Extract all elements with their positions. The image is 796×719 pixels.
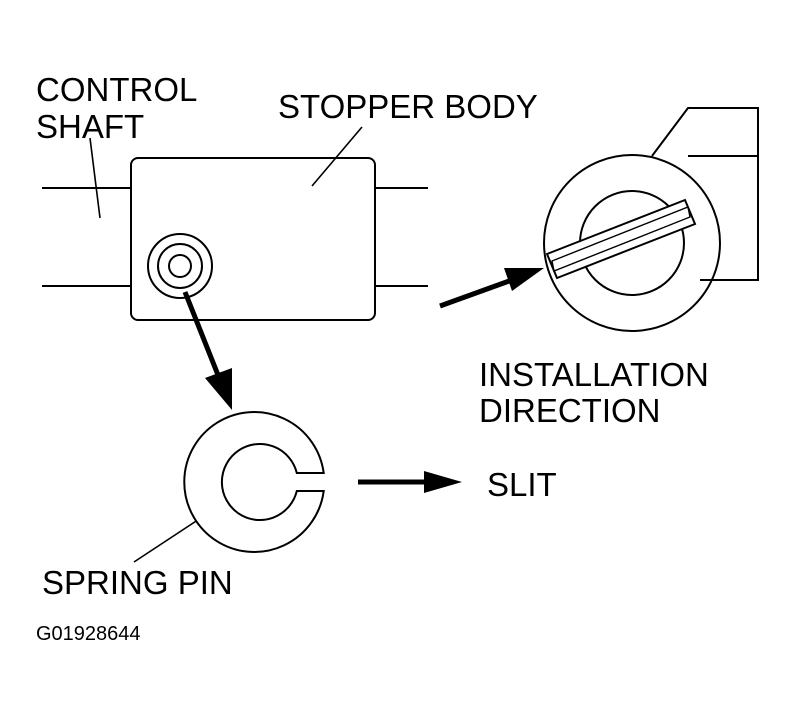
stopper-lever (545, 198, 697, 280)
slit-label: SLIT (487, 466, 557, 503)
figure-reference-code: G01928644 (36, 623, 141, 645)
control-shaft (42, 187, 428, 287)
pin-detail-arrow (182, 291, 232, 410)
control-shaft-label-line-1: CONTROL (36, 71, 197, 108)
control-shaft-leader (89, 137, 101, 219)
installation-direction-label-line-1: INSTALLATION (479, 356, 709, 393)
spring-pin-label: SPRING PIN (42, 564, 233, 601)
spring-pin-hole (147, 233, 213, 299)
installed-stopper-view (543, 107, 759, 332)
control-shaft-label-line-2: SHAFT (36, 108, 144, 145)
stopper-body-leader (311, 126, 363, 187)
installation-arrow (439, 268, 544, 309)
spring-pin (183, 411, 325, 553)
stopper-body (130, 157, 376, 321)
slit-arrow (358, 471, 462, 493)
stopper-body-label: STOPPER BODY (278, 88, 538, 125)
installation-direction-label-line-2: DIRECTION (479, 392, 661, 429)
installed-stopper-circle (543, 154, 721, 332)
